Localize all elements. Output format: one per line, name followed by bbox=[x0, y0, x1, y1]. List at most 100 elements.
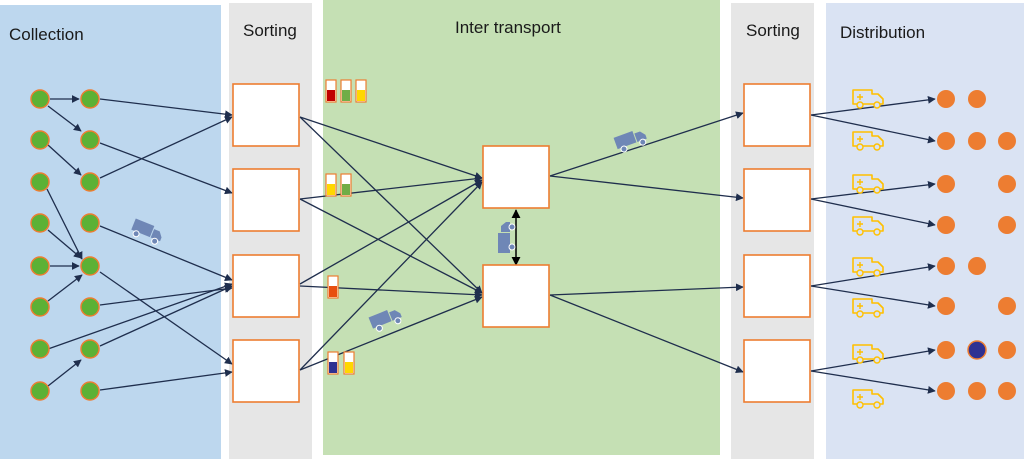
truck-icon bbox=[613, 131, 647, 153]
parcel-group bbox=[327, 351, 355, 375]
delivery-van-icon bbox=[852, 298, 884, 318]
delivery-node bbox=[968, 90, 986, 108]
delivery-node bbox=[937, 341, 955, 359]
parcel-icon bbox=[327, 275, 339, 299]
arrow bbox=[810, 347, 936, 372]
pickup-node bbox=[80, 213, 100, 233]
sorting-right-label: Sorting bbox=[746, 21, 800, 40]
arrow bbox=[299, 116, 483, 180]
delivery-node bbox=[968, 132, 986, 150]
collection-label: Collection bbox=[9, 25, 84, 44]
sorting-box bbox=[232, 254, 300, 318]
delivery-node bbox=[998, 297, 1016, 315]
arrow bbox=[99, 116, 233, 179]
arrow bbox=[810, 96, 936, 116]
arrow bbox=[47, 144, 82, 176]
arrow bbox=[299, 179, 483, 285]
delivery-van-icon bbox=[852, 344, 884, 364]
arrow bbox=[549, 283, 744, 296]
hub-box bbox=[482, 145, 550, 209]
arrow bbox=[810, 198, 936, 228]
sorting-to-hub-arrows bbox=[299, 116, 483, 371]
sorting-box bbox=[743, 339, 811, 403]
delivery-node bbox=[998, 132, 1016, 150]
pickup-node bbox=[30, 213, 50, 233]
delivery-node bbox=[968, 257, 986, 275]
delivery-node bbox=[968, 382, 986, 400]
delivery-van-icon bbox=[852, 174, 884, 194]
arrow bbox=[810, 114, 936, 144]
arrow bbox=[99, 271, 233, 365]
pickup-node bbox=[80, 339, 100, 359]
delivery-node bbox=[998, 216, 1016, 234]
delivery-node bbox=[998, 175, 1016, 193]
parcel-icon bbox=[343, 351, 355, 375]
pickup-node bbox=[30, 256, 50, 276]
arrow bbox=[299, 116, 483, 294]
delivery-node bbox=[998, 382, 1016, 400]
collection-arrows bbox=[46, 95, 233, 391]
delivery-node bbox=[937, 382, 955, 400]
arrow bbox=[810, 370, 936, 394]
parcel-icon bbox=[325, 79, 337, 103]
inter-transport-zone bbox=[323, 0, 720, 455]
arrow bbox=[99, 369, 233, 391]
delivery-van-icon bbox=[852, 216, 884, 236]
delivery-node bbox=[937, 90, 955, 108]
pickup-node bbox=[30, 381, 50, 401]
parcel-icon bbox=[340, 79, 352, 103]
pickup-node bbox=[80, 256, 100, 276]
highlighted-delivery-node bbox=[967, 340, 987, 360]
arrow bbox=[47, 229, 82, 259]
pickup-node bbox=[30, 339, 50, 359]
pickup-node bbox=[80, 297, 100, 317]
delivery-node bbox=[998, 341, 1016, 359]
parcel-group bbox=[325, 79, 367, 103]
parcel-group bbox=[325, 173, 352, 197]
parcel-icon bbox=[355, 79, 367, 103]
hub-boxes bbox=[482, 145, 550, 328]
pickup-node bbox=[80, 130, 100, 150]
arrow bbox=[99, 142, 233, 195]
arrow bbox=[99, 285, 233, 347]
arrow bbox=[47, 274, 83, 302]
pickup-node bbox=[30, 297, 50, 317]
distribution-label: Distribution bbox=[840, 23, 925, 42]
sorting-box bbox=[743, 83, 811, 147]
delivery-node bbox=[937, 257, 955, 275]
parcel-icon bbox=[327, 351, 339, 375]
delivery-van-icon bbox=[852, 257, 884, 277]
arrow bbox=[299, 198, 483, 294]
delivery-van-icon bbox=[852, 131, 884, 151]
left-sorting-boxes bbox=[232, 83, 300, 403]
truck-icon bbox=[368, 310, 402, 332]
arrow bbox=[47, 282, 233, 350]
arrow bbox=[47, 105, 82, 132]
sorting-box bbox=[232, 168, 300, 232]
delivery-nodes bbox=[937, 90, 1016, 400]
sorting-box bbox=[743, 168, 811, 232]
arrow bbox=[99, 285, 233, 306]
truck-icon bbox=[498, 222, 516, 253]
parcel-icon bbox=[340, 173, 352, 197]
inter-transport-label: Inter transport bbox=[455, 18, 561, 37]
arrow bbox=[810, 263, 936, 287]
delivery-node bbox=[937, 297, 955, 315]
delivery-node bbox=[937, 132, 955, 150]
arrow bbox=[549, 111, 744, 177]
parcel-group bbox=[327, 275, 339, 299]
arrow bbox=[47, 359, 82, 387]
collection-nodes bbox=[30, 89, 100, 401]
pickup-node bbox=[30, 89, 50, 109]
delivery-van-icon bbox=[852, 389, 884, 409]
pickup-node bbox=[30, 172, 50, 192]
sorting-box bbox=[743, 254, 811, 318]
pickup-node bbox=[80, 381, 100, 401]
distribution-arrows bbox=[810, 96, 936, 394]
pickup-node bbox=[30, 130, 50, 150]
truck-icon bbox=[131, 218, 162, 245]
parcel-icon bbox=[325, 173, 337, 197]
sorting-left-label: Sorting bbox=[243, 21, 297, 40]
